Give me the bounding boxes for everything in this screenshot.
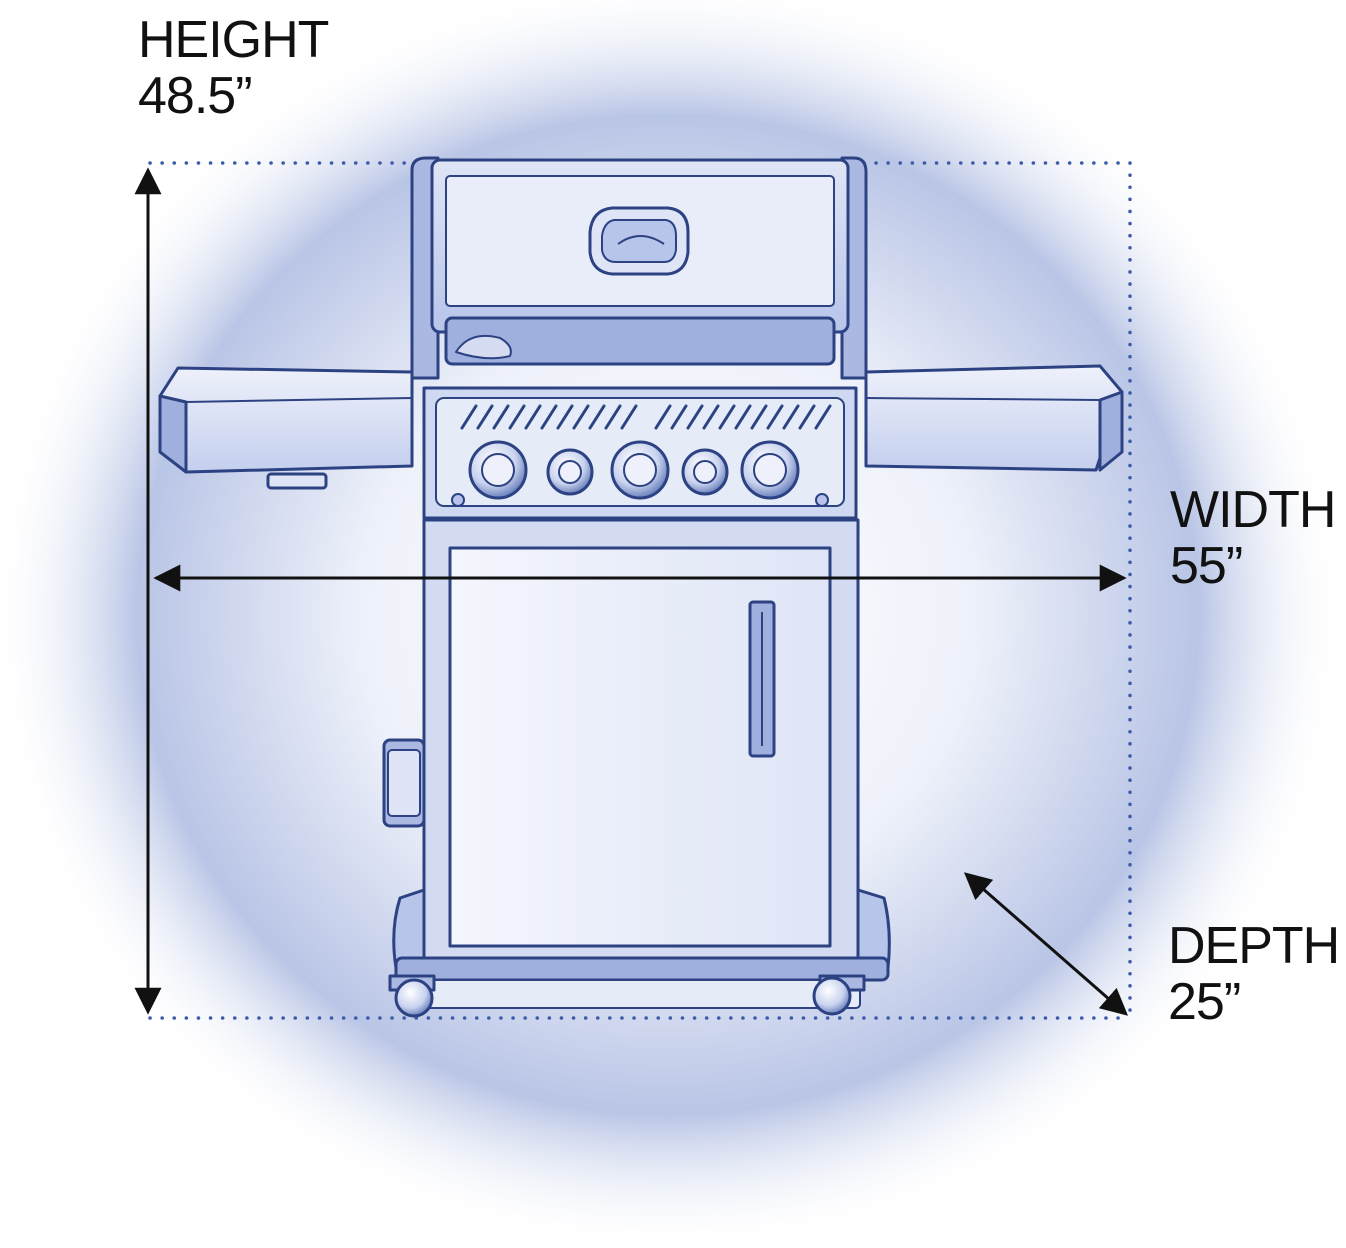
dimension-arrows	[134, 167, 1129, 1016]
left-caster	[388, 974, 436, 1018]
control-knobs	[468, 440, 800, 500]
depth-label-value: 25”	[1168, 973, 1241, 1031]
grill-illustration	[158, 156, 1124, 1018]
dotted-bounding-box	[148, 161, 1132, 1020]
depth-dimension-label: DEPTH 25”	[1168, 917, 1340, 1031]
vent-slots	[460, 404, 832, 430]
height-dimension-label: HEIGHT 48.5”	[138, 11, 329, 125]
burner-knob-3	[740, 440, 800, 500]
panel-screw-left	[451, 493, 465, 507]
height-label-value: 48.5”	[138, 67, 253, 125]
burner-knob-small-1	[546, 448, 594, 496]
right-caster	[812, 974, 866, 1016]
grill-base	[392, 888, 891, 1009]
grill-cabinet	[422, 518, 860, 962]
burner-knob-1	[468, 440, 528, 500]
burner-knob-small-2	[681, 448, 729, 496]
shelf-hook	[266, 472, 328, 490]
lid-logo	[455, 334, 512, 360]
tank-valve	[382, 738, 426, 828]
control-panel	[422, 386, 858, 532]
left-side-shelf	[158, 366, 414, 490]
depth-arrow	[963, 872, 1129, 1016]
right-side-shelf	[864, 364, 1124, 472]
width-label-name: WIDTH	[1170, 481, 1336, 539]
burner-knob-2	[610, 440, 670, 500]
width-label-value: 55”	[1170, 537, 1243, 595]
depth-label-name: DEPTH	[1168, 917, 1340, 975]
height-label-name: HEIGHT	[138, 11, 329, 69]
lid-handle-strip	[444, 316, 836, 366]
width-dimension-label: WIDTH 55”	[1170, 481, 1336, 595]
panel-screw-right	[815, 493, 829, 507]
grill-lid	[430, 158, 850, 366]
